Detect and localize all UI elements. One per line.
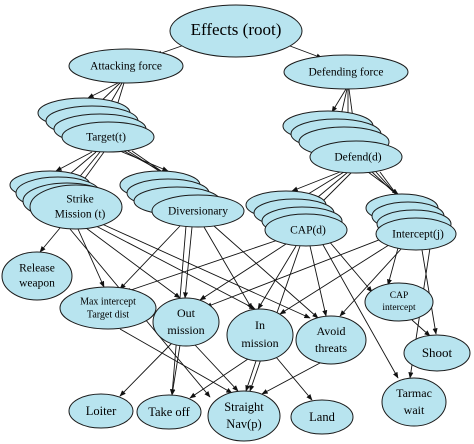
node-avoid-threats-label-1: Avoid — [316, 324, 345, 338]
node-loiter-label: Loiter — [86, 404, 117, 418]
edge-arrow — [87, 82, 119, 99]
node-tarmac-wait: Tarmac wait — [381, 377, 447, 427]
node-out-mission-label-1: Out — [177, 306, 196, 320]
node-straight-nav-label-2: Nav(p) — [226, 417, 261, 431]
node-defend-stack: Defend(d) — [282, 110, 403, 174]
node-cap-intercept-label-2: intercept — [382, 303, 416, 313]
edge-arrow — [309, 245, 328, 317]
edge-arrow — [203, 226, 253, 310]
edge-arrow — [421, 249, 438, 335]
edge-arrow — [279, 242, 393, 315]
node-intercept-stack: Intercept(j) — [365, 193, 457, 251]
node-straight-nav-label-1: Straight — [224, 400, 264, 414]
node-release-weapon-label-1: Release — [19, 263, 55, 275]
edge-arrow — [327, 239, 373, 293]
edge-arrow — [119, 225, 181, 290]
node-straight-nav: Straight Nav(p) — [207, 390, 281, 442]
edge-arrow — [387, 247, 399, 286]
edge-arrow — [85, 227, 181, 299]
node-strike-mission-label-2: Mission (t) — [55, 209, 106, 221]
node-avoid-threats-label-2: threats — [315, 341, 347, 355]
node-in-mission-label-1: In — [255, 318, 265, 332]
node-release-weapon-label-2: weapon — [19, 278, 55, 290]
node-attacking-force-label: Attacking force — [90, 61, 162, 73]
node-diversionary-label: Diversionary — [168, 206, 228, 218]
node-cap-stack: CAP(d) — [245, 190, 348, 247]
edge-arrow — [189, 358, 249, 399]
node-layer: Effects (root) Attacking force Defending… — [1, 4, 471, 442]
node-target-label: Target(t) — [86, 132, 126, 144]
node-root-label: Effects (root) — [191, 20, 282, 39]
edge-arrow — [170, 344, 181, 396]
edge-arrow — [339, 247, 403, 317]
edge-arrow — [411, 319, 431, 337]
node-attacking-force: Attacking force — [68, 48, 184, 84]
node-diversionary-stack: Diversionary — [119, 170, 245, 228]
node-strike-mission-stack: Strike Mission (t) — [9, 170, 123, 230]
node-tarmac-wait-label-2: wait — [404, 403, 425, 417]
edge-arrow — [257, 245, 297, 310]
edge-arrow — [77, 228, 105, 288]
edge-arrow — [55, 151, 93, 172]
edge-arrow — [291, 171, 341, 192]
node-max-intercept: Max intercept Target dist — [59, 286, 157, 330]
edge-arrow — [101, 223, 311, 319]
edge-arrow — [199, 243, 287, 301]
node-defending-force-label: Defending force — [308, 67, 383, 79]
edge-arrow — [205, 237, 385, 308]
node-take-off-label: Take off — [148, 405, 190, 419]
node-loiter: Loiter — [68, 393, 134, 429]
node-strike-mission-label-1: Strike — [66, 194, 93, 206]
edge-arrow — [321, 242, 399, 379]
node-cap-label: CAP(d) — [290, 225, 326, 237]
node-out-mission: Out mission — [152, 297, 220, 347]
node-take-off: Take off — [136, 394, 202, 430]
node-cap-intercept-label-1: CAP — [390, 291, 408, 301]
node-in-mission: In mission — [226, 308, 294, 362]
node-land-label: Land — [309, 410, 335, 424]
node-shoot: Shoot — [403, 334, 471, 372]
edge-arrow — [119, 342, 173, 397]
node-defending-force: Defending force — [283, 54, 409, 90]
node-avoid-threats: Avoid threats — [295, 315, 367, 365]
node-intercept-label: Intercept(j) — [392, 229, 444, 241]
edge-arrow — [245, 360, 257, 392]
edge-arrow — [194, 344, 239, 392]
edge-arrow — [261, 362, 321, 395]
edge-arrow — [119, 328, 233, 394]
edge-arrow — [213, 225, 319, 319]
edge-arrow — [331, 88, 347, 113]
edge-arrow — [124, 239, 279, 293]
edge-layer — [39, 42, 438, 401]
node-max-intercept-label-2: Target dist — [87, 309, 129, 320]
node-cap-intercept: CAP intercept — [364, 282, 434, 322]
edge-arrow — [275, 356, 313, 401]
node-tarmac-wait-label-1: Tarmac — [396, 386, 432, 400]
node-in-mission-label-2: mission — [241, 336, 278, 350]
node-out-mission-label-2: mission — [167, 323, 204, 337]
node-release-weapon: Release weapon — [1, 251, 73, 301]
node-max-intercept-label-1: Max intercept — [80, 296, 136, 307]
node-root: Effects (root) — [169, 4, 303, 58]
node-target-stack: Target(t) — [37, 97, 155, 153]
edge-arrow — [39, 227, 61, 253]
node-land: Land — [290, 399, 354, 435]
edge-arrow — [183, 226, 193, 299]
node-defend-label: Defend(d) — [334, 152, 381, 164]
node-shoot-label: Shoot — [422, 345, 453, 360]
edge-arrow — [95, 225, 256, 310]
